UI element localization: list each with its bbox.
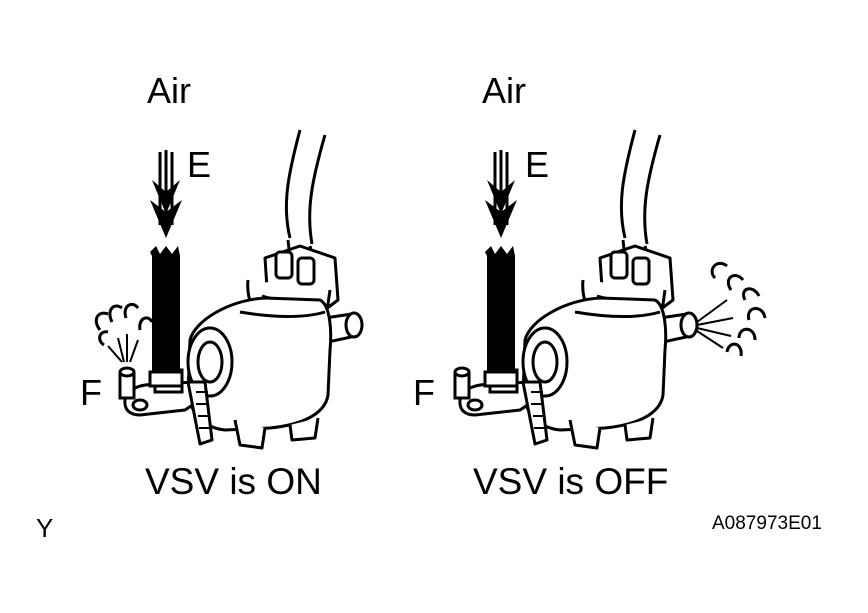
air-burst-f: [94, 302, 154, 363]
port-e-label-on: E: [187, 144, 212, 185]
corner-mark: Y: [36, 513, 54, 543]
port-f-label-on: F: [80, 372, 102, 413]
air-label-on: Air: [147, 70, 191, 111]
port-e-label-off: E: [525, 144, 550, 185]
caption-vsv-off: VSV is OFF: [473, 461, 669, 502]
figure-code: A087973E01: [712, 513, 822, 534]
panel-on-valve: [94, 128, 364, 450]
caption-vsv-on: VSV is ON: [145, 461, 322, 502]
air-burst-side: [696, 261, 767, 357]
panel-off-valve: [453, 128, 767, 450]
air-label-off: Air: [482, 70, 526, 111]
port-f-label-off: F: [413, 372, 435, 413]
